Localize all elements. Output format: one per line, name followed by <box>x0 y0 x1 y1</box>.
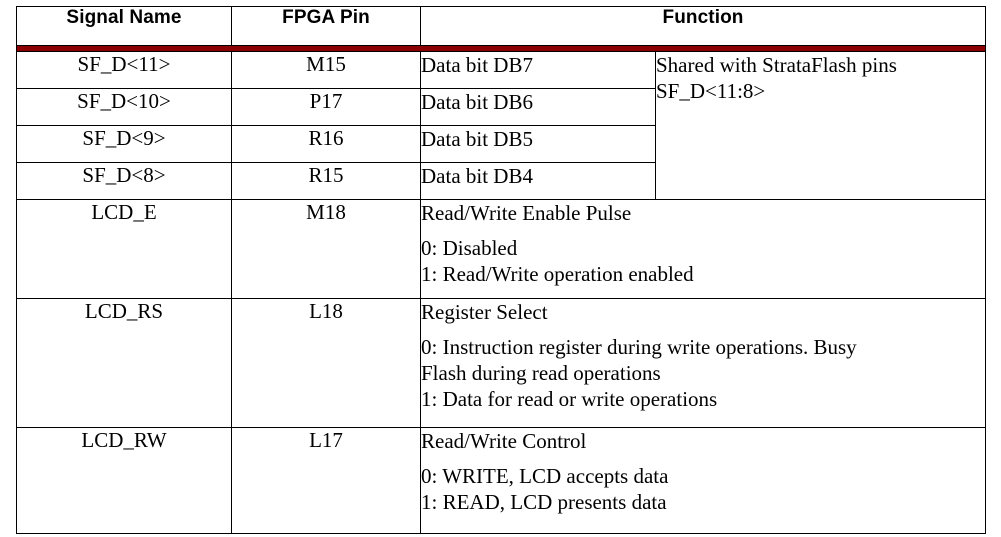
function-detail-lines: 0: WRITE, LCD accepts data 1: READ, LCD … <box>421 463 985 515</box>
cell-function: Data bit DB5 <box>420 125 656 163</box>
cell-function: Read/Write Enable Pulse 0: Disabled 1: R… <box>419 199 987 299</box>
cell-signal-name: SF_D<8> <box>16 162 232 200</box>
cell-signal-name: LCD_RS <box>16 298 232 428</box>
function-detail-line-2: Flash during read operations <box>421 361 661 386</box>
cell-fpga-pin: P17 <box>231 88 421 126</box>
cell-fpga-pin: R15 <box>231 162 421 200</box>
function-title: Register Select <box>421 300 548 324</box>
function-title: Read/Write Control <box>421 429 587 453</box>
table-row: SF_D<10> P17 Data bit DB6 <box>16 88 986 126</box>
function-detail-line-1: 0: WRITE, LCD accepts data <box>421 464 669 489</box>
function-title: Read/Write Enable Pulse <box>421 201 632 225</box>
table-row: LCD_RW L17 Read/Write Control 0: WRITE, … <box>16 427 987 534</box>
table-row: LCD_E M18 Read/Write Enable Pulse 0: Dis… <box>16 199 987 299</box>
cell-fpga-pin: M18 <box>231 199 421 299</box>
cell-function: Data bit DB6 <box>420 88 656 126</box>
column-header-signal-name: Signal Name <box>16 6 232 46</box>
cell-function: Register Select 0: Instruction register … <box>419 298 987 428</box>
table-header-row: Signal Name FPGA Pin Function <box>16 6 987 46</box>
cell-function-shared-note: Shared with StrataFlash pins SF_D<11:8> <box>654 51 987 200</box>
column-header-function: Function <box>419 6 987 46</box>
cell-signal-name: SF_D<9> <box>16 125 232 163</box>
cell-fpga-pin: M15 <box>231 51 421 89</box>
function-detail-lines: 0: Disabled 1: Read/Write operation enab… <box>421 235 985 287</box>
header-accent-rule-cell <box>15 45 987 52</box>
cell-function: Read/Write Control 0: WRITE, LCD accepts… <box>419 427 987 534</box>
cell-function: Data bit DB4 <box>420 162 656 200</box>
header-accent-rule-row <box>15 45 987 52</box>
cell-function: Data bit DB7 <box>420 51 656 89</box>
cell-signal-name: SF_D<10> <box>16 88 232 126</box>
column-header-fpga-pin: FPGA Pin <box>231 6 421 46</box>
table-header: Signal Name FPGA Pin Function <box>15 6 987 52</box>
cell-fpga-pin: R16 <box>231 125 421 163</box>
function-detail-line-3: 1: Data for read or write operations <box>421 387 718 412</box>
cell-fpga-pin: L18 <box>231 298 421 428</box>
function-detail-line-2: 1: READ, LCD presents data <box>421 490 667 515</box>
shared-note-lines: Shared with StrataFlash pins SF_D<11:8> <box>656 52 985 104</box>
function-detail-line-1: 0: Disabled <box>421 236 518 261</box>
function-detail-line-2: 1: Read/Write operation enabled <box>421 262 694 287</box>
accent-rule <box>17 46 986 51</box>
table-body: SF_D<11> M15 Data bit DB7 Shared with St… <box>16 51 987 534</box>
cell-signal-name: SF_D<11> <box>16 51 232 89</box>
function-detail-lines: 0: Instruction register during write ope… <box>421 334 985 412</box>
cell-signal-name: LCD_RW <box>16 427 232 534</box>
cell-signal-name: LCD_E <box>16 199 232 299</box>
pin-assignment-table: Signal Name FPGA Pin Function SF_D<11> M… <box>15 6 987 534</box>
shared-note-line-2: SF_D<11:8> <box>656 79 766 104</box>
table-row: SF_D<8> R15 Data bit DB4 <box>16 162 986 200</box>
shared-note-line-1: Shared with StrataFlash pins <box>656 53 897 77</box>
cell-fpga-pin: L17 <box>231 427 421 534</box>
table-row: LCD_RS L18 Register Select 0: Instructio… <box>16 298 987 428</box>
table-row: SF_D<11> M15 Data bit DB7 Shared with St… <box>16 51 987 200</box>
pin-assignment-table-container: Signal Name FPGA Pin Function SF_D<11> M… <box>15 6 987 534</box>
function-detail-line-1: 0: Instruction register during write ope… <box>421 335 857 360</box>
